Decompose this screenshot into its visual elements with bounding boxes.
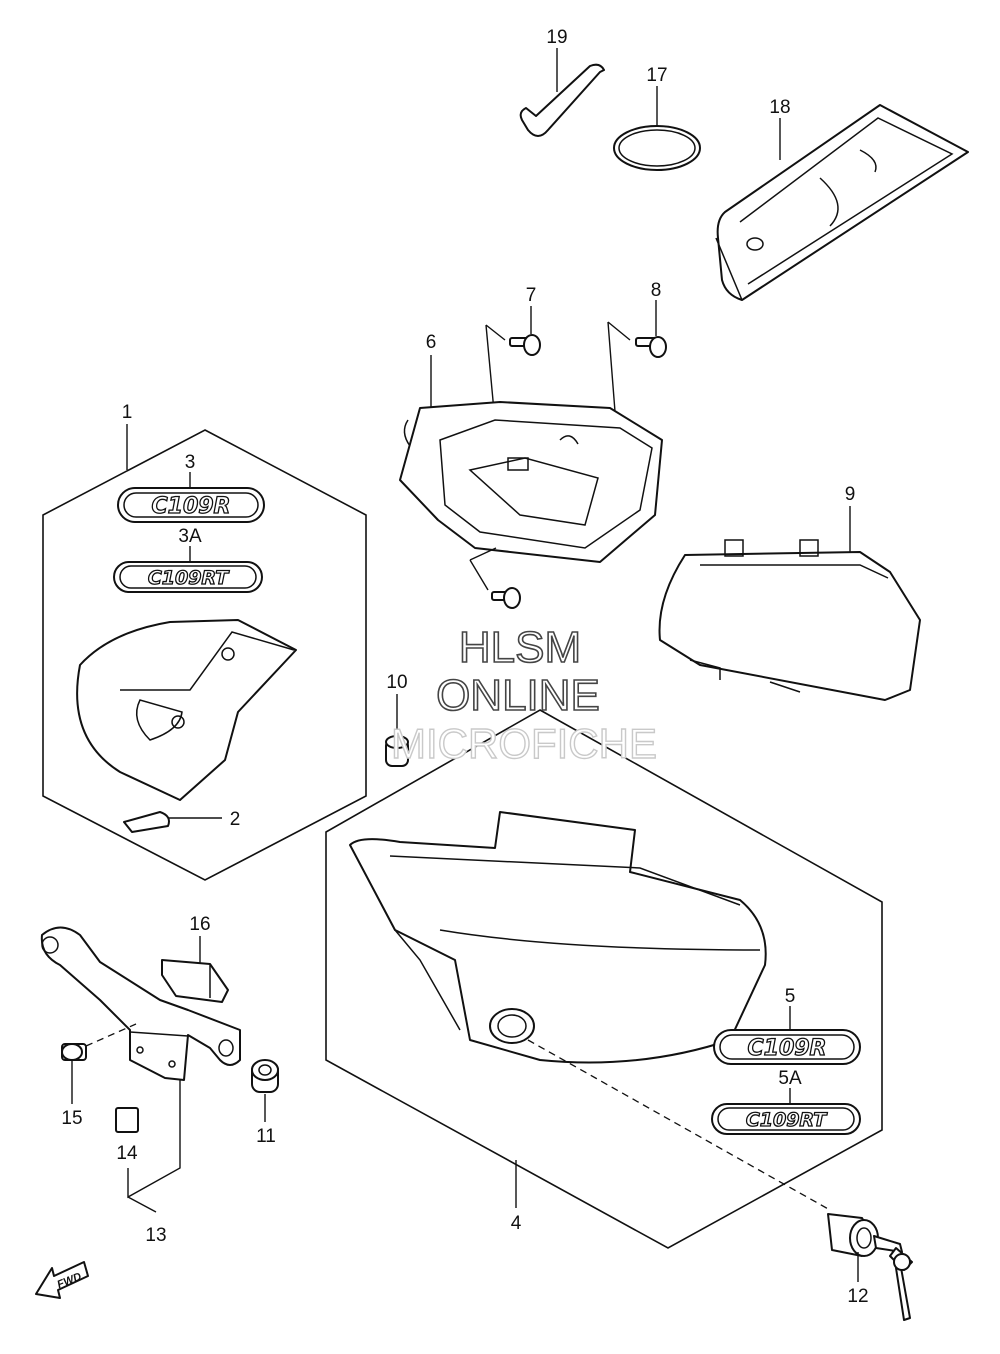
lock-part-12[interactable] — [827, 1213, 913, 1321]
guide-6a — [469, 559, 489, 591]
watermark: HLSM ONLINE MICROFICHE — [390, 622, 657, 768]
emblem-5a-text: C109RT — [746, 1109, 828, 1131]
guide-8a — [607, 321, 631, 341]
watermark-line-2: ONLINE — [436, 671, 600, 720]
emblem-part-5a[interactable]: C109RT — [711, 1103, 861, 1135]
o-ring-part-17[interactable] — [613, 125, 701, 171]
callout-16: 16 — [189, 914, 210, 935]
callout-3: 3 — [185, 452, 196, 473]
bracket-part-13[interactable] — [40, 926, 241, 1081]
box-holder-part-6[interactable] — [399, 401, 663, 563]
cover-part-9[interactable] — [658, 539, 921, 701]
emblem-3-text: C109R — [151, 494, 230, 519]
watermark-line-3: MICROFICHE — [391, 720, 657, 767]
grommet-part-10[interactable] — [385, 735, 409, 767]
pad-part-16[interactable] — [161, 959, 229, 1003]
frame-cover[interactable] — [76, 619, 297, 801]
callout-1: 1 — [122, 402, 133, 423]
guide-7a — [485, 324, 506, 341]
callout-8: 8 — [651, 280, 662, 301]
pad-part-14[interactable] — [115, 1107, 139, 1133]
callout-3a: 3A — [178, 526, 202, 547]
bolt-guide — [85, 1023, 137, 1047]
callout-6: 6 — [426, 332, 437, 353]
callout-12: 12 — [847, 1286, 868, 1307]
callout-5: 5 — [785, 986, 796, 1007]
callout-17: 17 — [646, 65, 667, 86]
callout-10: 10 — [386, 672, 407, 693]
callout-7: 7 — [526, 285, 537, 306]
callout-19: 19 — [546, 27, 567, 48]
hex-key-part-19[interactable] — [519, 63, 605, 137]
pad-part-2[interactable] — [123, 811, 170, 833]
lock-guide — [527, 1039, 831, 1211]
tool-bag-part-18[interactable] — [715, 104, 969, 301]
leader-13 — [127, 1080, 181, 1213]
emblem-part-5[interactable]: C109R — [713, 1029, 861, 1065]
callout-9: 9 — [845, 484, 856, 505]
screw-part-8[interactable] — [635, 336, 667, 358]
callout-5a: 5A — [778, 1068, 802, 1089]
bolt-part-15[interactable] — [61, 1043, 87, 1061]
callout-11: 11 — [256, 1126, 276, 1147]
emblem-5-text: C109R — [747, 1036, 826, 1061]
grommet-part-11[interactable] — [251, 1059, 279, 1093]
frame-cover-set-outline — [42, 429, 367, 881]
callout-15: 15 — [61, 1108, 82, 1129]
side-cover[interactable] — [349, 811, 767, 1064]
side-cover-set-outline — [325, 709, 883, 1249]
watermark-line-1: HLSM — [459, 623, 581, 672]
screw-lower[interactable] — [491, 587, 521, 609]
emblem-part-3a[interactable]: C109RT — [113, 561, 263, 593]
callout-2: 2 — [230, 809, 241, 830]
callout-14: 14 — [116, 1143, 138, 1164]
guide-6b — [469, 547, 497, 561]
fwd-arrow-icon: FWD — [35, 1261, 89, 1299]
emblem-part-3[interactable]: C109R — [117, 487, 265, 523]
callout-13: 13 — [145, 1225, 166, 1246]
callout-4: 4 — [511, 1213, 522, 1234]
screw-part-7[interactable] — [509, 334, 541, 356]
callout-18: 18 — [769, 97, 790, 118]
emblem-3a-text: C109RT — [148, 567, 230, 589]
